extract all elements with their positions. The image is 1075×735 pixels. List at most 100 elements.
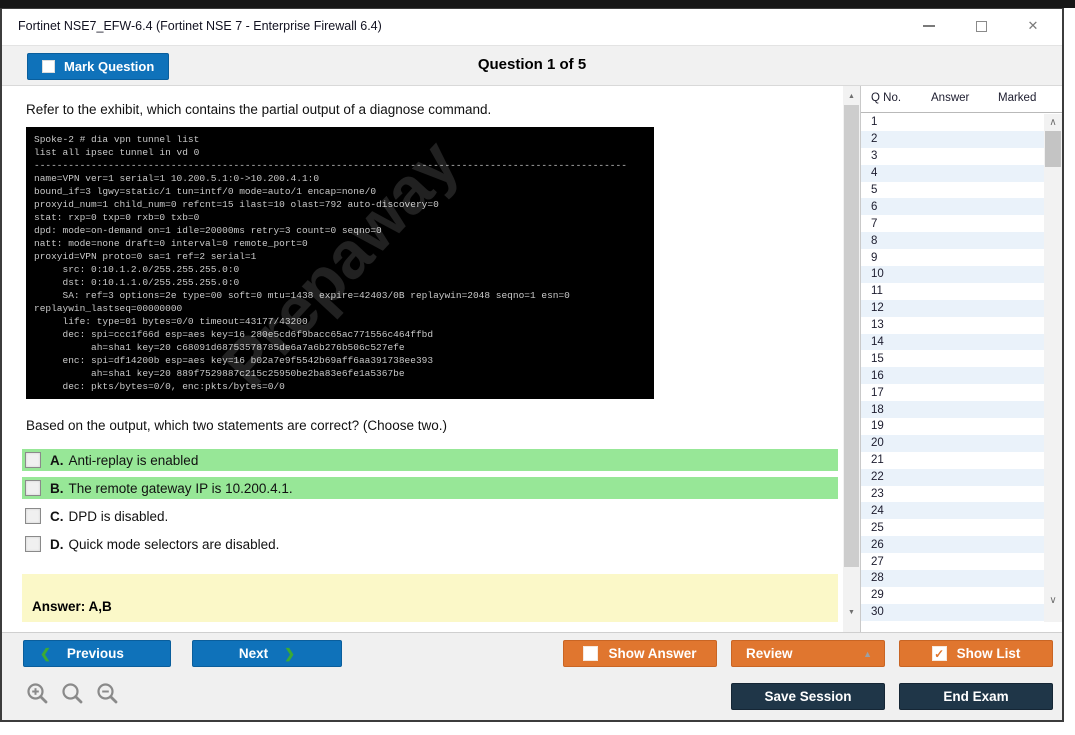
option-checkbox[interactable]: [25, 452, 41, 468]
scroll-up-arrow-icon[interactable]: ▲: [848, 92, 855, 100]
mark-question-checkbox[interactable]: [42, 60, 55, 73]
question-list-row[interactable]: 13: [861, 317, 1045, 334]
question-number: 30: [871, 606, 884, 619]
question-list-row[interactable]: 17: [861, 384, 1045, 401]
question-list-row[interactable]: 14: [861, 333, 1045, 351]
option-checkbox[interactable]: [25, 508, 41, 524]
answer-option-c[interactable]: C.DPD is disabled.: [22, 505, 838, 527]
sidebar-scroll-up-icon[interactable]: ∧: [1049, 116, 1057, 128]
question-list-row[interactable]: 26: [861, 536, 1045, 554]
end-exam-button[interactable]: End Exam: [899, 683, 1053, 710]
question-list-row[interactable]: 16: [861, 367, 1045, 385]
option-text: Quick mode selectors are disabled.: [68, 536, 280, 552]
question-number: 3: [871, 150, 878, 163]
question-list-row[interactable]: 12: [861, 299, 1045, 317]
question-number: 7: [871, 217, 878, 230]
question-number: 10: [871, 268, 884, 281]
option-letter: C.: [50, 508, 64, 524]
question-list-row[interactable]: 27: [861, 553, 1045, 570]
option-letter: A.: [50, 452, 64, 468]
question-number: 27: [871, 555, 884, 568]
question-list-row[interactable]: 3: [861, 148, 1045, 165]
option-checkbox[interactable]: [25, 480, 41, 496]
question-number: 8: [871, 234, 878, 247]
answer-option-a[interactable]: A.Anti-replay is enabled: [22, 449, 838, 471]
question-intro-text: Refer to the exhibit, which contains the…: [26, 102, 492, 117]
question-list-row[interactable]: 25: [861, 519, 1045, 536]
answer-label: Answer: A,B: [32, 599, 112, 614]
previous-label: Previous: [66, 646, 124, 661]
question-list-row[interactable]: 28: [861, 570, 1045, 587]
save-session-label: Save Session: [764, 689, 852, 704]
question-list-row[interactable]: 10: [861, 266, 1045, 283]
question-list-row[interactable]: 29: [861, 587, 1045, 604]
column-answer: Answer: [931, 92, 970, 104]
next-label: Next: [238, 646, 269, 661]
option-checkbox[interactable]: [25, 536, 41, 552]
main-scrollbar-thumb[interactable]: [844, 105, 859, 567]
question-list-row[interactable]: 19: [861, 418, 1045, 435]
question-list-row[interactable]: 18: [861, 401, 1045, 419]
mark-question-button[interactable]: Mark Question: [27, 53, 170, 80]
maximize-button[interactable]: [970, 15, 992, 37]
question-list-row[interactable]: 9: [861, 249, 1045, 266]
show-answer-checkbox[interactable]: [583, 646, 599, 661]
zoom-in-icon[interactable]: [25, 681, 51, 707]
question-list-row[interactable]: 11: [861, 283, 1045, 300]
answer-option-b[interactable]: B.The remote gateway IP is 10.200.4.1.: [22, 477, 838, 499]
magnifier-icon[interactable]: [60, 681, 86, 707]
close-button[interactable]: ✕: [1027, 18, 1039, 33]
question-list-row[interactable]: 30: [861, 603, 1045, 621]
question-number: 16: [871, 369, 884, 382]
question-counter: Question 1 of 5: [477, 56, 587, 73]
save-session-button[interactable]: Save Session: [731, 683, 885, 710]
zoom-out-icon[interactable]: [95, 681, 121, 707]
question-list-row[interactable]: 7: [861, 215, 1045, 232]
question-list-row[interactable]: 1: [861, 114, 1045, 131]
question-number: 22: [871, 471, 884, 484]
question-list-row[interactable]: 5: [861, 182, 1045, 199]
question-number: 15: [871, 352, 884, 365]
next-button[interactable]: Next ❯: [192, 640, 342, 667]
question-list-row[interactable]: 8: [861, 232, 1045, 250]
question-list-row[interactable]: 24: [861, 502, 1045, 520]
question-number: 9: [871, 251, 878, 264]
question-list-row[interactable]: 20: [861, 434, 1045, 452]
previous-button[interactable]: ❮ Previous: [23, 640, 171, 667]
question-number: 29: [871, 589, 884, 602]
main-scrollbar[interactable]: ▲ ▼: [843, 86, 860, 632]
end-exam-label: End Exam: [943, 689, 1009, 704]
question-number: 6: [871, 200, 878, 213]
scroll-down-arrow-icon[interactable]: ▼: [848, 608, 855, 616]
question-list-row[interactable]: 2: [861, 130, 1045, 148]
question-list-row[interactable]: 15: [861, 350, 1045, 367]
minimize-button[interactable]: [918, 15, 940, 37]
question-list-row[interactable]: 6: [861, 198, 1045, 216]
review-caret-icon: ▲: [863, 648, 872, 659]
question-prompt-text: Based on the output, which two statement…: [26, 418, 447, 433]
chevron-left-icon: ❮: [40, 645, 51, 661]
sidebar-scrollbar-thumb[interactable]: [1045, 131, 1061, 167]
show-list-checkbox[interactable]: ✓: [931, 646, 947, 661]
sidebar-scrollbar[interactable]: ∧ ∨: [1044, 114, 1062, 622]
maximize-icon: [975, 20, 987, 32]
show-answer-button[interactable]: Show Answer: [563, 640, 717, 667]
question-number: 5: [871, 184, 878, 196]
terminal-output: Spoke-2 # dia vpn tunnel list list all i…: [34, 134, 627, 392]
review-label: Review: [746, 646, 793, 661]
chevron-right-icon: ❯: [284, 645, 296, 661]
sidebar-scroll-down-icon[interactable]: ∨: [1049, 594, 1057, 606]
show-answer-label: Show Answer: [608, 646, 697, 661]
question-list-row[interactable]: 4: [861, 164, 1045, 182]
question-list-row[interactable]: 22: [861, 468, 1045, 486]
question-number: 26: [871, 538, 884, 551]
answer-option-d[interactable]: D.Quick mode selectors are disabled.: [22, 533, 838, 555]
show-list-button[interactable]: ✓ Show List: [899, 640, 1053, 667]
question-list-row[interactable]: 21: [861, 452, 1045, 469]
question-list-header: Q No. Answer Marked: [861, 86, 1062, 113]
review-button[interactable]: Review ▲: [731, 640, 885, 667]
question-list-row[interactable]: 23: [861, 486, 1045, 503]
footer-toolbar: ❮ Previous Next ❯ Show Answer Review ▲ ✓…: [2, 632, 1062, 720]
